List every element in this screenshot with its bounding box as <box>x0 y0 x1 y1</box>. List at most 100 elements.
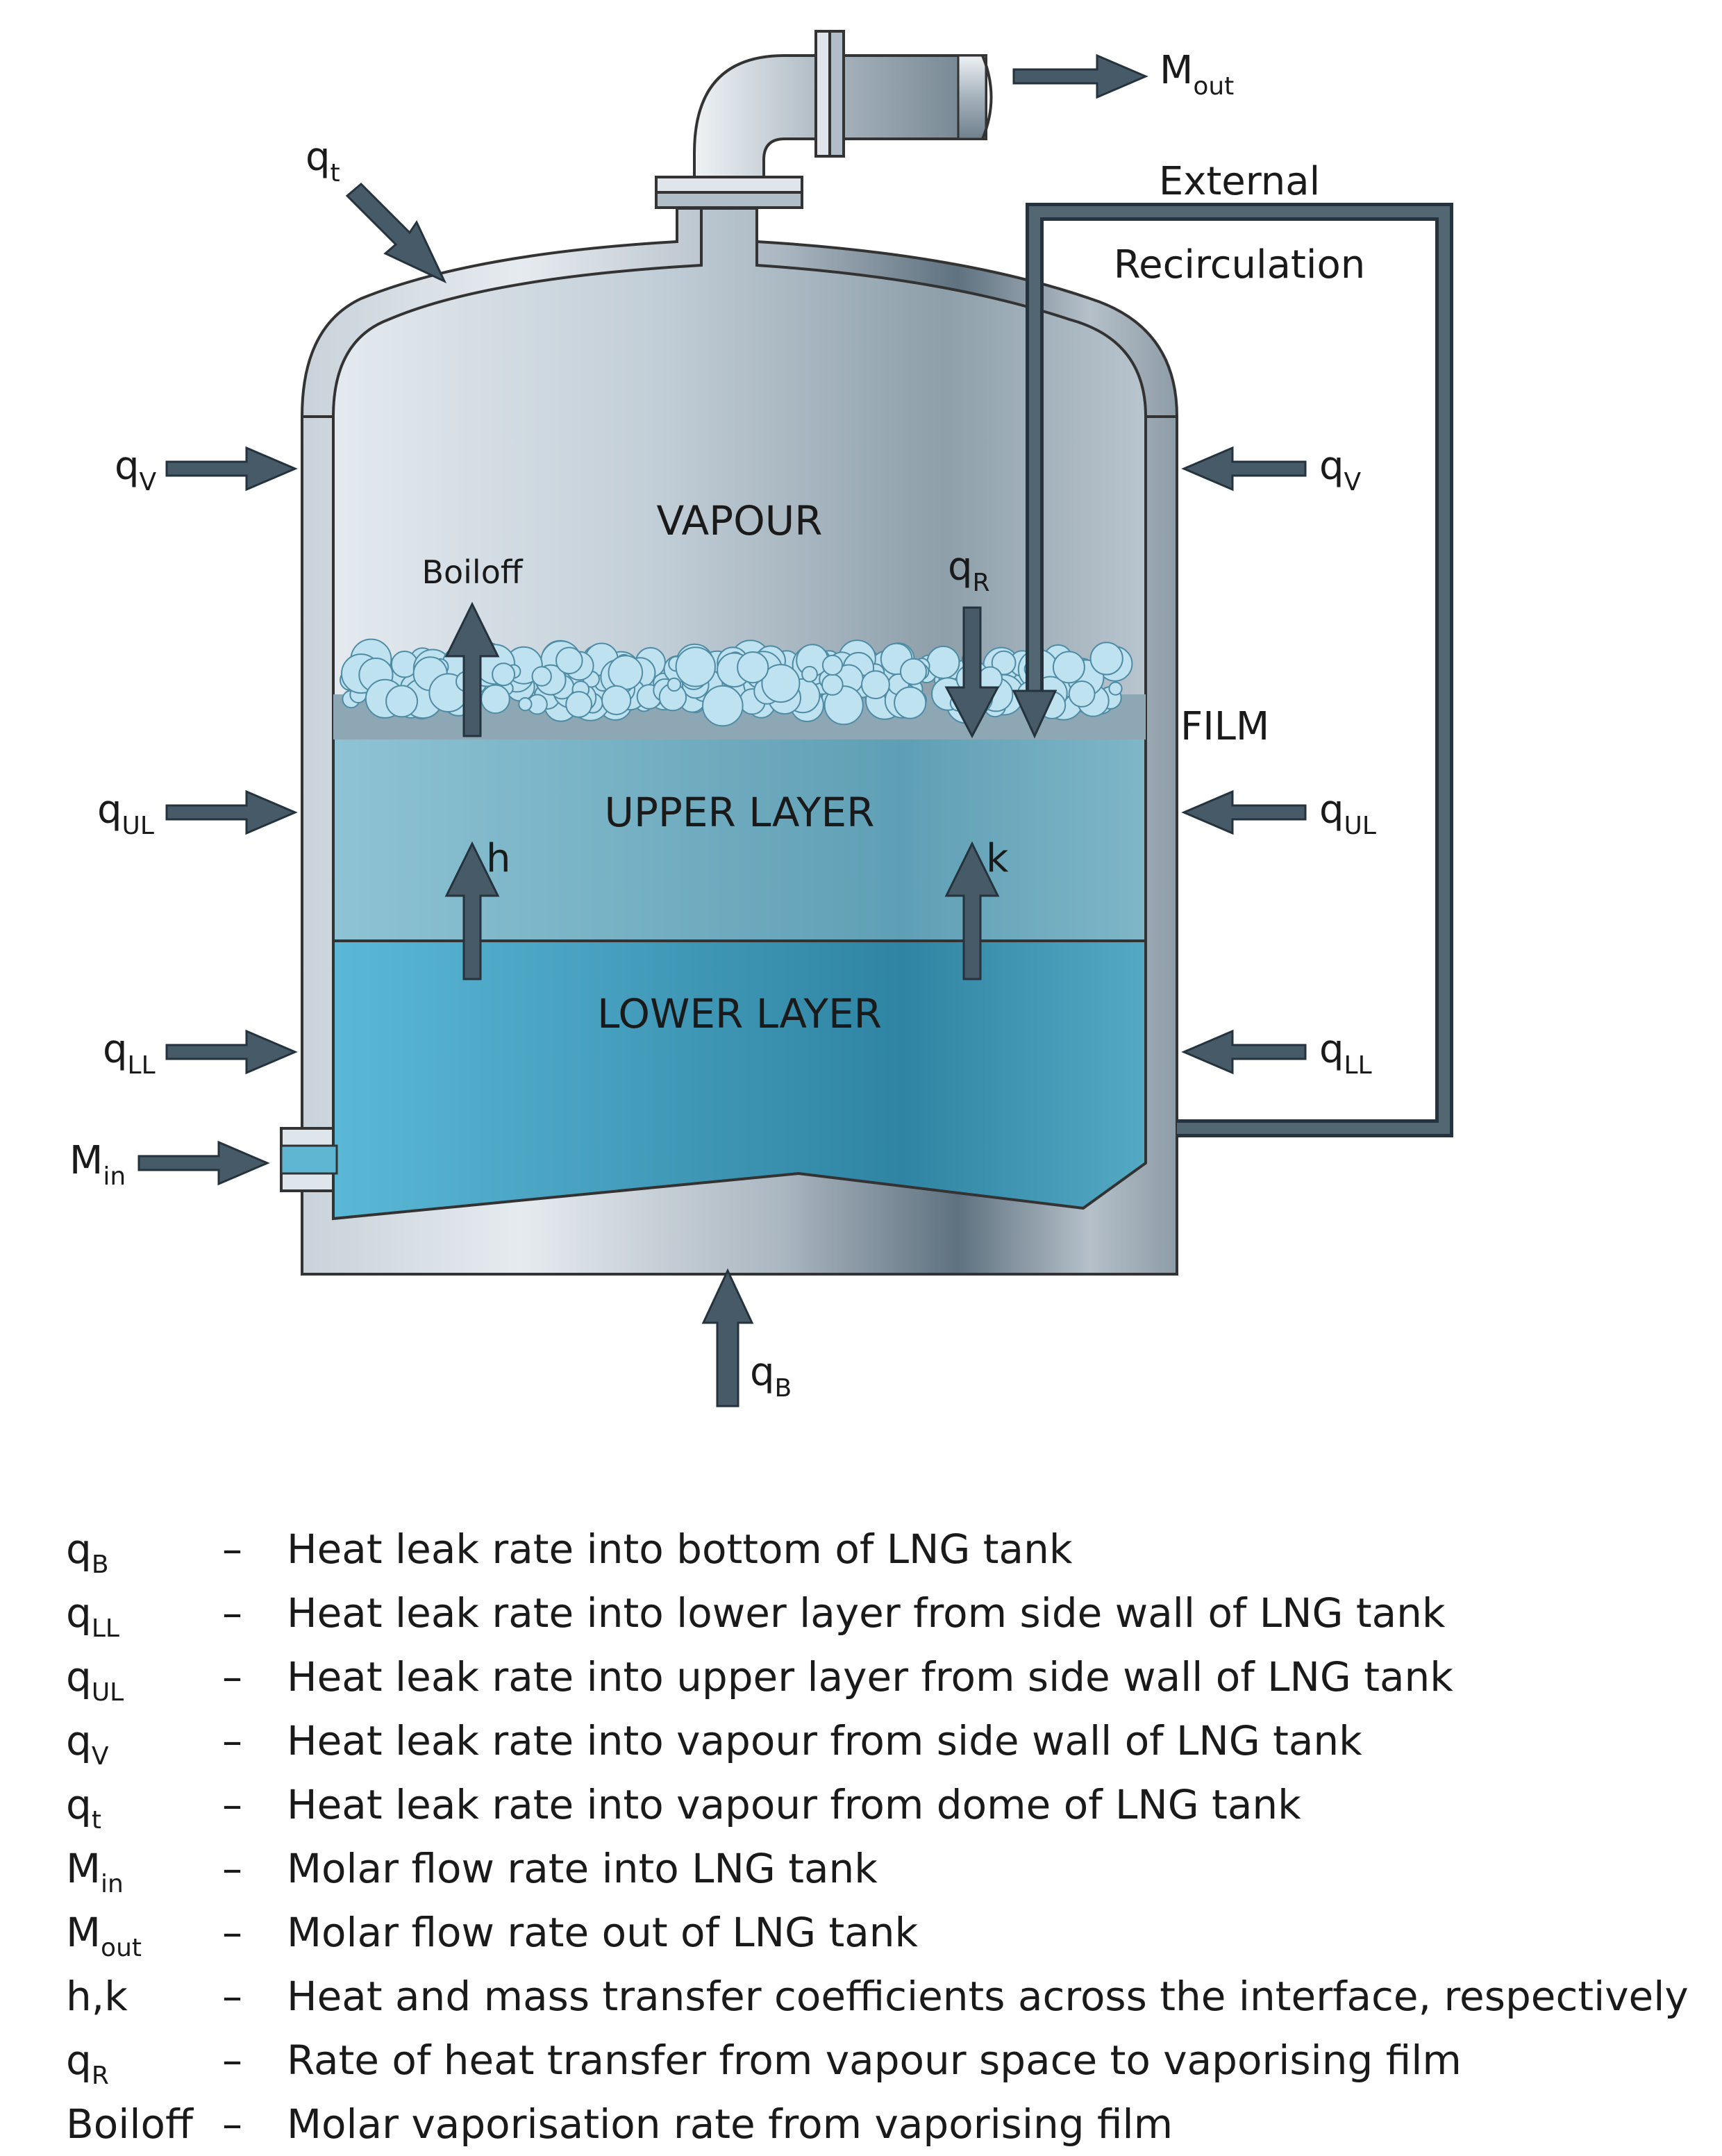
legend-symbol-main: q <box>66 1717 92 1764</box>
boiloff-label: Boiloff <box>421 553 523 591</box>
m-in-arrow <box>137 1140 270 1186</box>
legend-symbol: Min <box>66 1837 124 1916</box>
lower-layer-label: LOWER LAYER <box>597 990 882 1037</box>
q-ll-right-arrow <box>1181 1029 1307 1075</box>
legend-symbol-subscript: LL <box>91 1614 119 1643</box>
recirculation-pipe <box>1012 203 1453 1137</box>
heat-flow-arrows <box>137 53 1307 1407</box>
legend-symbol-subscript: B <box>91 1551 109 1579</box>
recirculation-label: Recirculation <box>1114 242 1365 287</box>
k-arrow <box>944 841 1000 980</box>
q-ll-left-arrow <box>165 1029 298 1075</box>
legend-row: Min–Molar flow rate into LNG tank <box>66 1837 1705 1900</box>
bubble <box>555 646 583 675</box>
recirculation-arrow-head <box>1012 690 1058 739</box>
bubble <box>1089 642 1123 676</box>
vapour-label: VAPOUR <box>656 497 822 544</box>
bubble <box>675 646 716 687</box>
bubble <box>761 664 801 703</box>
legend-dash: – <box>222 2037 242 2084</box>
q-b-arrow <box>701 1268 754 1407</box>
bubble <box>1052 651 1085 684</box>
q-r-label: qR <box>948 544 990 597</box>
m-in-label: Min <box>69 1138 126 1191</box>
k-label: k <box>986 836 1009 881</box>
q-t-label: qt <box>306 135 340 187</box>
legend-symbol-main: q <box>66 1526 92 1573</box>
legend-symbol-subscript: t <box>91 1806 101 1835</box>
legend-row: qB–Heat leak rate into bottom of LNG tan… <box>66 1517 1705 1581</box>
bubble <box>894 686 927 719</box>
bubble <box>492 662 516 687</box>
bubble <box>667 677 682 692</box>
upper-layer-region <box>333 736 1146 944</box>
bubble <box>1068 680 1096 708</box>
legend-row: h,k –Heat and mass transfer coefficients … <box>66 1964 1705 2028</box>
legend-symbol: qR <box>66 2028 109 2108</box>
legend-description: Rate of heat transfer from vapour space … <box>287 2037 1462 2084</box>
bubble <box>824 685 864 726</box>
legend-dash: – <box>222 1589 242 1637</box>
legend-symbol-main: q <box>66 2037 92 2084</box>
q-ul-right-arrow <box>1181 789 1307 835</box>
legend-symbol: qB <box>66 1517 109 1597</box>
film-label: FILM <box>1180 704 1269 749</box>
legend-description: Molar flow rate out of LNG tank <box>287 1909 919 1956</box>
legend-row: Mout–Molar flow rate out of LNG tank <box>66 1900 1705 1964</box>
bubble <box>601 685 632 716</box>
legend-symbol: Boiloff <box>66 2092 193 2156</box>
inlet-nozzle <box>280 1127 338 1192</box>
legend-symbol-subscript: UL <box>91 1678 124 1707</box>
legend-description: Heat leak rate into upper layer from sid… <box>287 1653 1453 1700</box>
q-v-left-arrow <box>165 446 298 492</box>
bubble <box>480 684 510 715</box>
bubble <box>531 666 552 687</box>
legend-description: Heat leak rate into lower layer from sid… <box>287 1589 1446 1637</box>
legend-description: Molar flow rate into LNG tank <box>287 1845 878 1892</box>
bubble <box>900 658 927 685</box>
legend-description: Molar vaporisation rate from vaporising … <box>287 2100 1173 2148</box>
q-b-label: qB <box>750 1350 792 1403</box>
q-r-arrow <box>944 606 1000 739</box>
lower-layer-region <box>332 939 1147 1221</box>
legend-symbol: qLL <box>66 1581 119 1661</box>
legend-description: Heat and mass transfer coefficients acro… <box>287 1973 1689 2020</box>
legend-symbol-subscript: R <box>91 2062 109 2090</box>
legend-symbol-subscript: out <box>101 1934 142 1962</box>
legend-row: qV–Heat leak rate into vapour from side … <box>66 1709 1705 1773</box>
legend-dash: – <box>222 1973 242 2020</box>
legend-symbol-main: q <box>66 1589 92 1637</box>
h-label: h <box>486 836 511 881</box>
q-t-arrow <box>345 182 447 284</box>
legend-row: qUL–Heat leak rate into upper layer from… <box>66 1645 1705 1709</box>
legend: qB–Heat leak rate into bottom of LNG tan… <box>66 1517 1705 2156</box>
outlet-pipe <box>655 30 993 209</box>
legend-symbol: qt <box>66 1773 101 1853</box>
legend-symbol-main: q <box>66 1781 92 1828</box>
diagram-labels: Mout qt External Recirculation qV qV VAP… <box>69 48 1376 1403</box>
legend-symbol: h,k <box>66 1964 128 2028</box>
q-v-left-label: qV <box>115 444 157 496</box>
external-label: External <box>1159 159 1320 204</box>
lng-tank-diagram: Mout qt External Recirculation qV qV VAP… <box>69 30 1453 1407</box>
legend-symbol: qV <box>66 1709 108 1789</box>
legend-row: qLL –Heat leak rate into lower layer from… <box>66 1581 1705 1645</box>
bubble <box>608 655 644 690</box>
tank-diagram-svg: Mout qt External Recirculation qV qV VAP… <box>69 30 1453 1407</box>
q-ll-left-label: qLL <box>103 1027 156 1080</box>
legend-dash: – <box>222 1526 242 1573</box>
m-out-label: Mout <box>1160 48 1234 101</box>
bubble <box>991 650 1017 676</box>
legend-description: Heat leak rate into vapour from side wal… <box>287 1717 1362 1764</box>
bubble <box>1108 681 1123 696</box>
bubble <box>801 666 818 683</box>
bubble <box>518 697 533 712</box>
bubble <box>702 685 744 727</box>
legend-symbol-subscript: V <box>91 1742 109 1771</box>
legend-dash: – <box>222 1909 242 1956</box>
bubble <box>737 651 769 684</box>
legend-symbol: qUL <box>66 1645 124 1725</box>
legend-symbol-main: h,k <box>66 1973 128 2020</box>
legend-symbol: Mout <box>66 1900 142 1980</box>
q-v-right-label: qV <box>1319 444 1362 496</box>
